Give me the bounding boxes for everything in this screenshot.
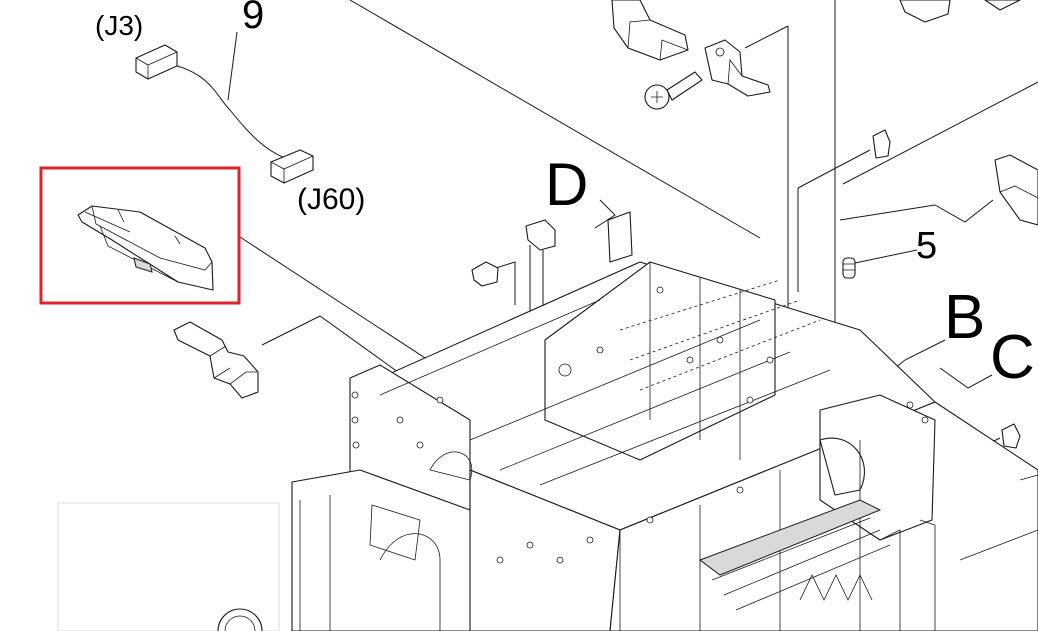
leader-line (839, 199, 994, 223)
connector-j60 (270, 149, 314, 184)
top-bracket-part (611, 0, 689, 61)
label-item-5: 5 (916, 225, 937, 267)
leader-line (594, 199, 616, 229)
label-j60: (J60) (297, 183, 365, 216)
faint-inset-frame (57, 502, 280, 631)
leader-line (854, 249, 918, 264)
highlight-box (39, 166, 241, 305)
connector-j3 (135, 44, 178, 80)
leader-line (495, 261, 516, 305)
paper-guide-part (77, 205, 214, 291)
leader-line (842, 81, 1038, 185)
label-d: D (545, 151, 588, 218)
label-c: C (990, 323, 1035, 392)
clip-part (471, 129, 1021, 449)
gear-part (217, 608, 263, 631)
label-b: B (944, 283, 985, 352)
cable-harness-part (135, 44, 314, 184)
label-j3: (J3) (95, 10, 143, 41)
cable-wire (159, 61, 286, 159)
top-right-part (899, 0, 1021, 23)
right-side-part (994, 154, 1038, 226)
leader-line (939, 367, 993, 389)
leader-line (894, 339, 946, 369)
hinge-bracket-part (704, 39, 771, 97)
label-item-9: 9 (242, 0, 264, 37)
leader-line (797, 149, 871, 189)
spring-part (842, 257, 856, 279)
leader-line (261, 315, 431, 396)
leader-line (227, 31, 238, 101)
side-bracket-part (173, 321, 259, 399)
leader-line (744, 25, 789, 49)
leader-line (349, 0, 761, 239)
main-frame-assembly (291, 211, 1038, 631)
screw-part (644, 71, 703, 110)
